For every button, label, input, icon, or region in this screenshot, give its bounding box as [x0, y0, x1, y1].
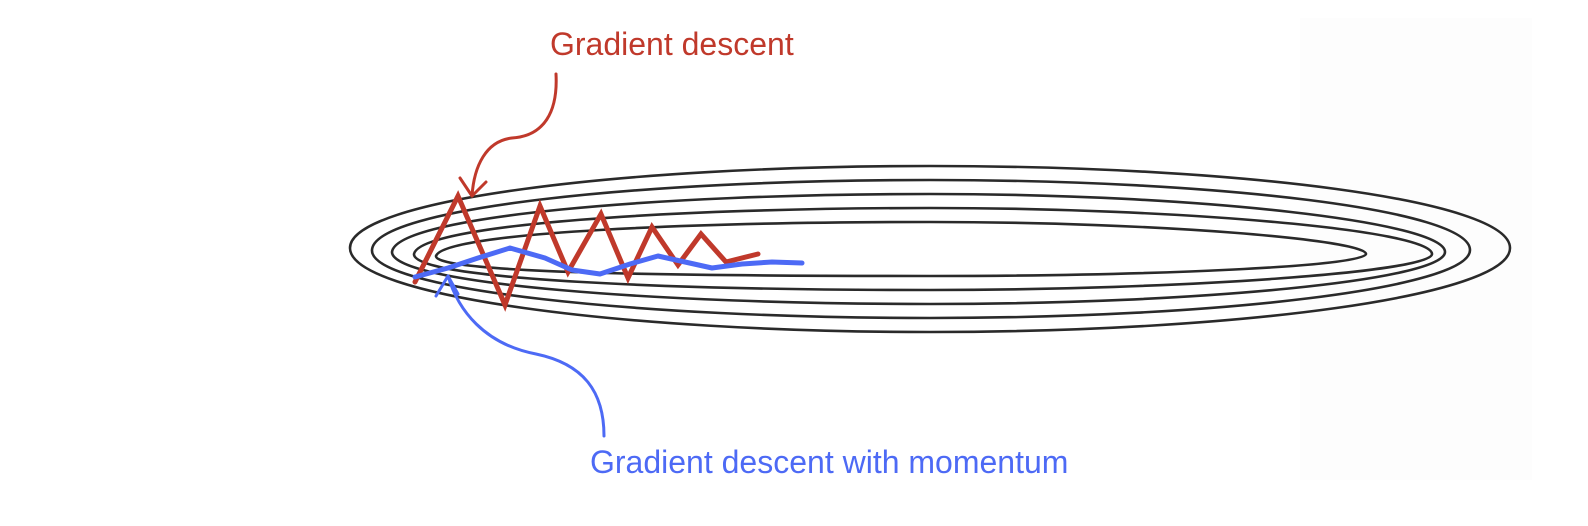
momentum-path	[412, 245, 805, 280]
momentum-label: Gradient descent with momentum	[590, 444, 1069, 480]
contour-ellipse-2	[370, 178, 1472, 320]
curved-arrow-icon	[446, 274, 606, 438]
gradient-descent-label: Gradient descent	[550, 26, 794, 62]
gradient-descent-path	[412, 190, 761, 312]
background-panel	[1300, 18, 1532, 480]
momentum-arrow	[434, 274, 606, 438]
gradient-descent-arrow	[458, 72, 558, 198]
contour-lines	[348, 164, 1512, 334]
arrowhead-icon	[434, 274, 460, 298]
contour-ellipse-5	[434, 220, 1368, 278]
contour-ellipse-4	[412, 206, 1434, 292]
curved-arrow-icon	[470, 72, 558, 198]
arrowhead-icon	[458, 176, 488, 198]
contour-ellipse-3	[390, 192, 1447, 306]
contour-ellipse-1	[348, 164, 1512, 334]
